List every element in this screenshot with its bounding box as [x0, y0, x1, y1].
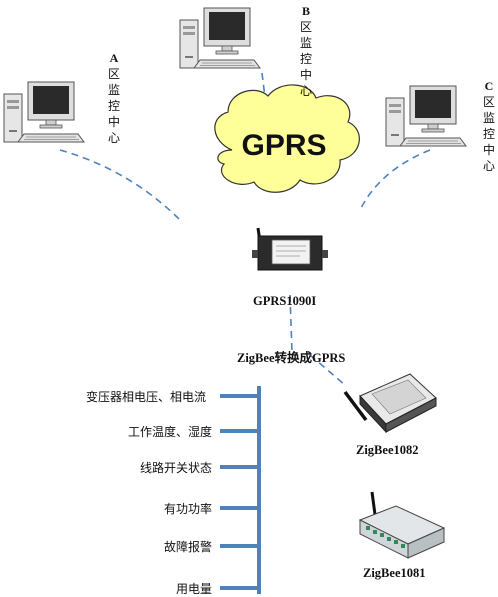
data-bus — [220, 386, 261, 594]
gprs-cloud — [214, 84, 360, 193]
center-b-char: 区 — [299, 20, 312, 34]
center-c-char: 心 — [482, 159, 495, 173]
zigbee1081-device-icon — [358, 491, 446, 559]
zigbee1082-device-icon — [343, 373, 437, 434]
center-a-char: 中 — [107, 115, 120, 129]
link-gprs1090-to-bus — [289, 294, 293, 353]
converter-label: ZigBee转换成GPRS — [237, 351, 346, 365]
computer-b-icon — [179, 7, 261, 69]
center-a-letter: A — [109, 51, 119, 65]
center-c-char: 控 — [482, 127, 495, 141]
item-temperature-humidity: 工作温度、湿度 — [127, 425, 212, 439]
item-active-power: 有功功率 — [163, 502, 212, 516]
center-b-char: 中 — [299, 68, 312, 82]
link-to-1082 — [309, 354, 346, 386]
item-switch-status: 线路开关状态 — [139, 461, 212, 475]
zigbee1081-label: ZigBee1081 — [363, 566, 426, 580]
gprs1090i-device-icon — [252, 227, 328, 271]
computer-c-icon — [385, 85, 467, 147]
center-c-label: C 区 监 控 中 心 — [482, 78, 496, 174]
center-b-char: 监 — [299, 36, 312, 50]
center-c-char: 监 — [482, 111, 495, 125]
center-a-char: 监 — [107, 83, 120, 97]
link-a — [59, 149, 181, 221]
center-b-label: B 区 监 控 中 心 — [299, 3, 313, 99]
center-a-char: 控 — [107, 99, 120, 113]
center-b-letter: B — [301, 4, 310, 18]
center-a-char: 区 — [107, 67, 120, 81]
gprs1090i-label: GPRS1090I — [253, 294, 317, 308]
gprs-cloud-label: GPRS — [241, 129, 326, 162]
item-fault-alarm: 故障报警 — [163, 540, 212, 554]
center-c-char: 中 — [482, 143, 495, 157]
center-b-char: 控 — [299, 52, 312, 66]
center-c-char: 区 — [482, 95, 495, 109]
zigbee1082-label: ZigBee1082 — [356, 443, 419, 457]
center-b-char: 心 — [299, 84, 312, 98]
item-voltage-current: 变压器相电压、相电流 — [85, 390, 206, 404]
link-c — [359, 149, 431, 211]
computer-a-icon — [3, 81, 85, 143]
center-c-letter: C — [484, 79, 494, 93]
center-a-label: A 区 监 控 中 心 — [107, 50, 121, 146]
item-power-consumption: 用电量 — [175, 582, 212, 596]
center-a-char: 心 — [107, 131, 120, 145]
